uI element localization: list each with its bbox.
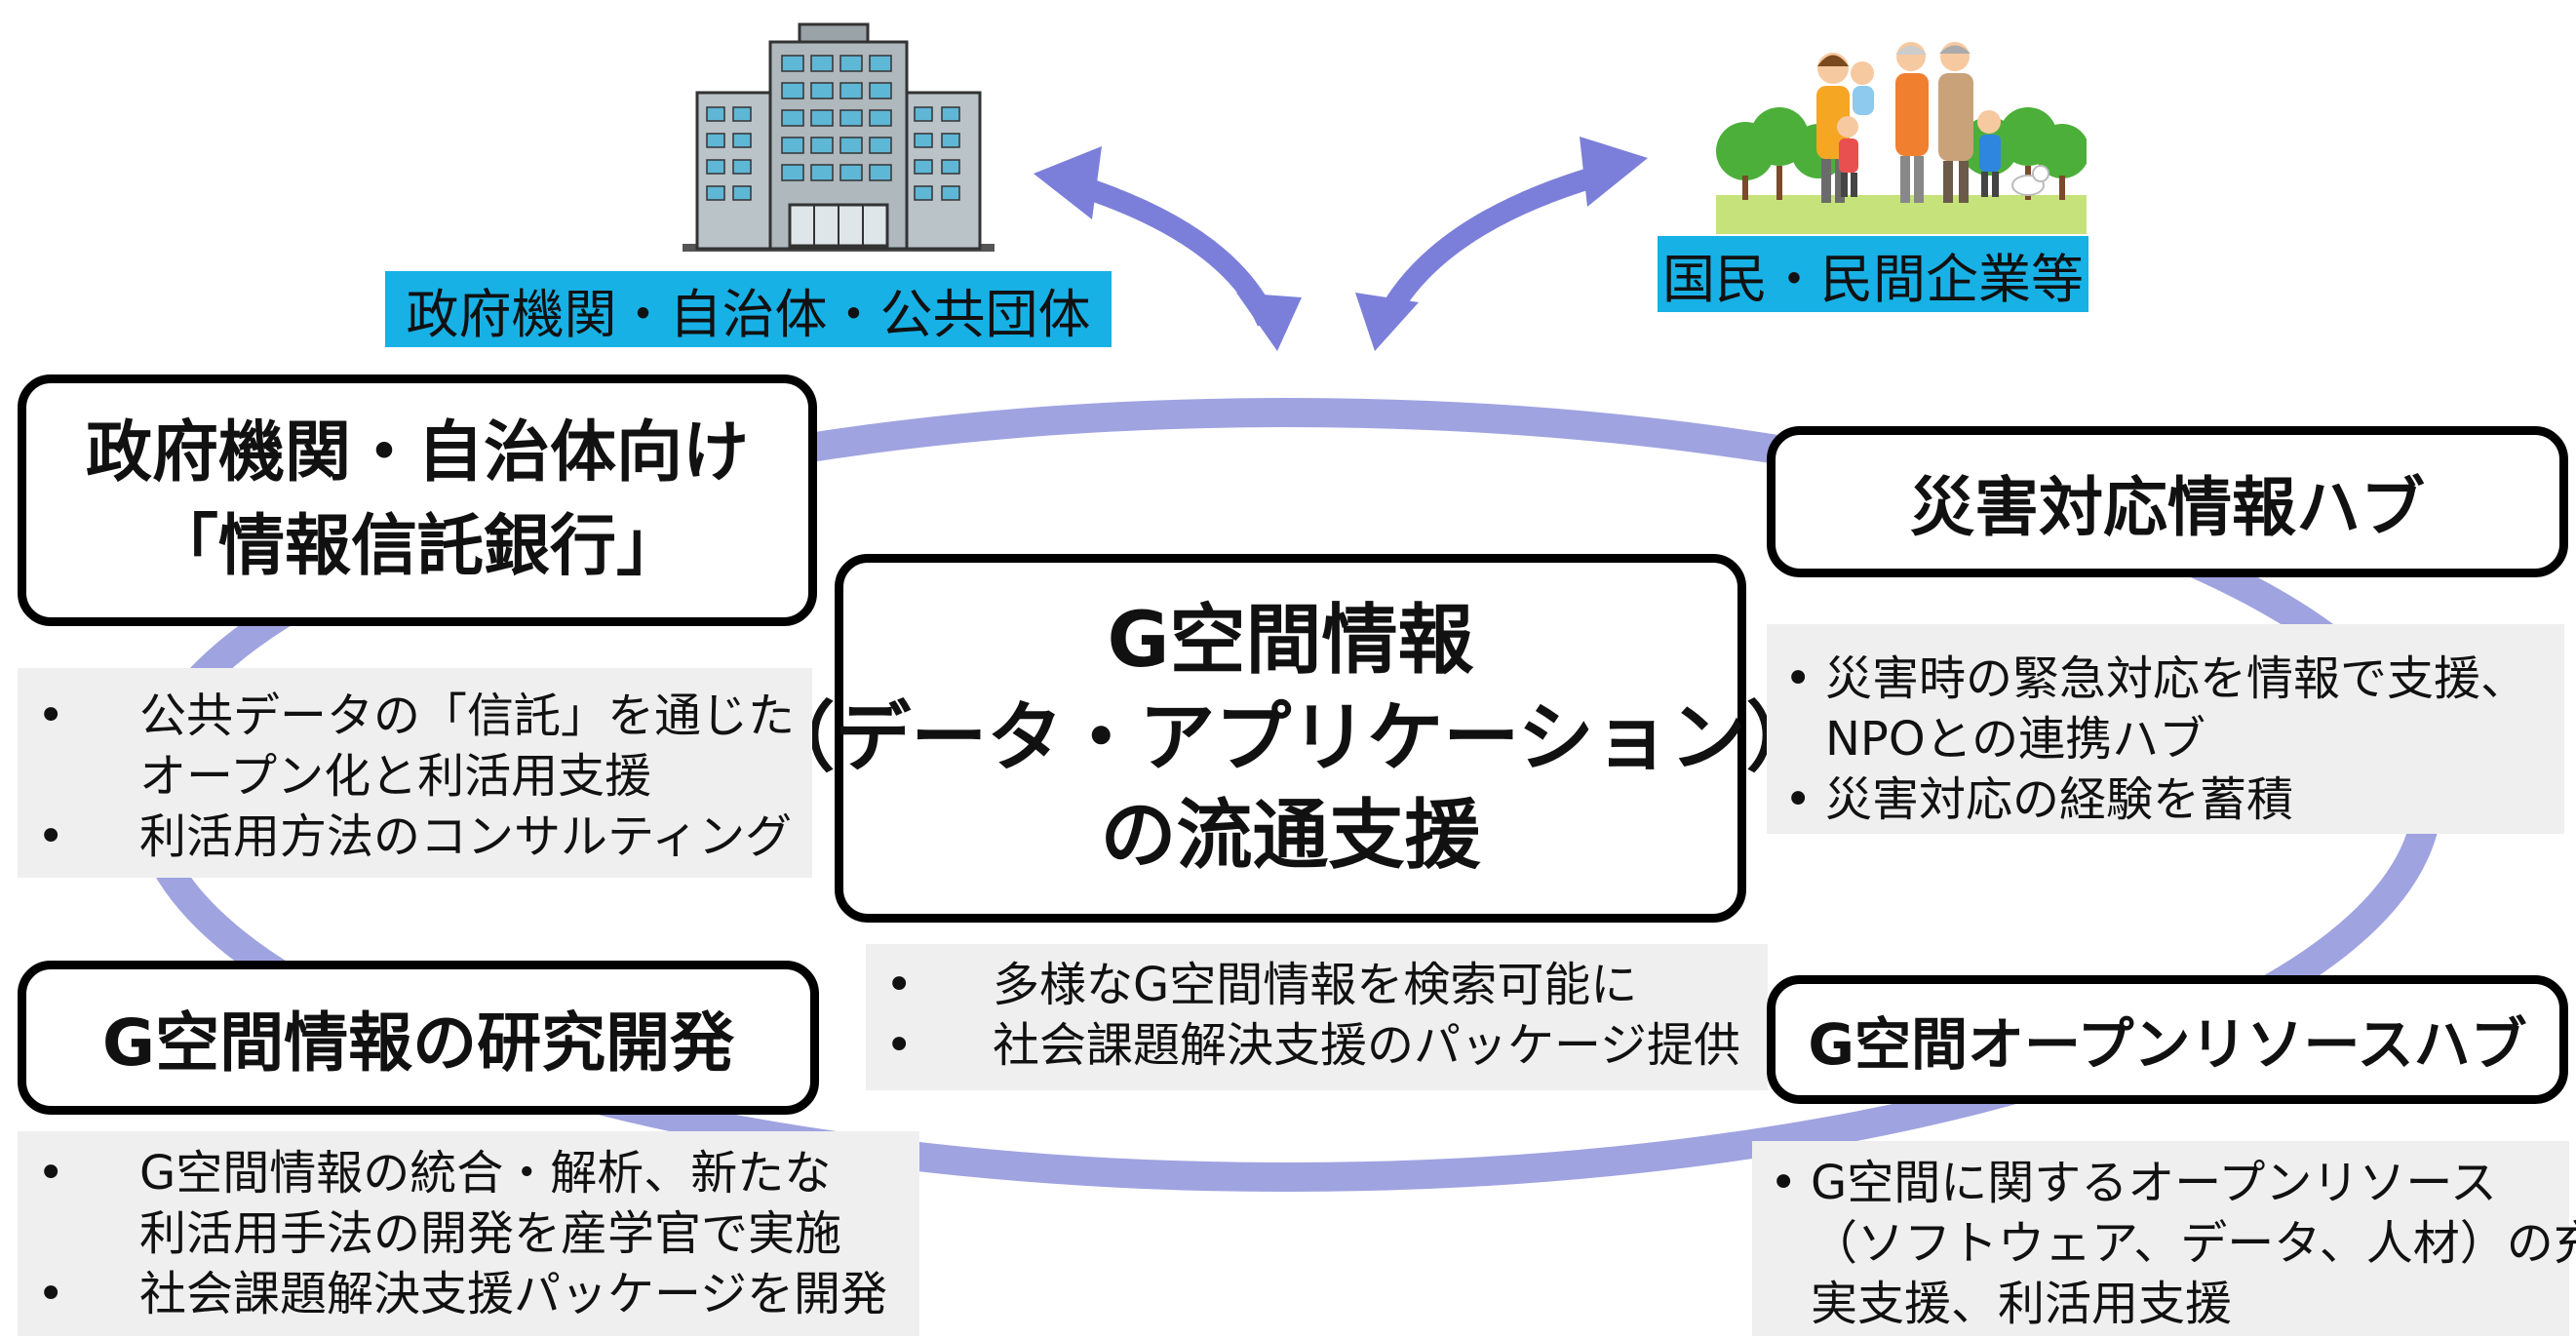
trust-bank-bullet-text: オープン化と利活用支援 xyxy=(139,749,652,804)
trust-bank-title-line2: 「情報信託銀行」 xyxy=(151,508,683,585)
list-item: • 社会課題解決支援のパッケージ提供 xyxy=(885,1015,1768,1076)
center-title-line3: の流通支援 xyxy=(1100,792,1481,880)
open-resource-hub-bullet-text: 実支援、利活用支援 xyxy=(1811,1277,2233,1331)
open-resource-hub-title: G空間オープンリソースハブ xyxy=(1808,1011,2527,1078)
center-title-line1: G空間情報 xyxy=(1107,597,1474,685)
right-double-arrow xyxy=(1355,137,1648,351)
disaster-hub-bullet-text: 災害時の緊急対応を情報で支援、 xyxy=(1825,651,2528,706)
center-bullet-text: 多様なG空間情報を検索可能に xyxy=(993,958,1638,1012)
bullet-dot: • xyxy=(885,958,914,1012)
bullet-dot: • xyxy=(37,809,65,864)
research-bullet-text: 社会課題解決支援パッケージを開発 xyxy=(139,1267,888,1321)
bullet-dot: • xyxy=(37,689,65,743)
list-item: • G空間に関するオープンリソース （ソフトウェア、データ、人材）の充 実支援、… xyxy=(1770,1153,2576,1334)
left-double-arrow xyxy=(1034,146,1302,351)
research-bullet-text: 利活用手法の開発を産学官で実施 xyxy=(139,1206,842,1261)
bullet-dot: • xyxy=(37,1146,65,1201)
list-item: • 社会課題解決支援パッケージを開発 xyxy=(37,1264,919,1324)
trust-bank-bullet-text: 公共データの「信託」を通じた xyxy=(139,689,796,743)
research-bullet-text: G空間情報の統合・解析、新たな xyxy=(139,1146,832,1201)
disaster-hub-title: 災害対応情報ハブ xyxy=(1910,469,2425,545)
open-resource-hub-panel: • G空間に関するオープンリソース （ソフトウェア、データ、人材）の充 実支援、… xyxy=(1752,1141,2576,1336)
bullet-dot: • xyxy=(1784,772,1813,827)
open-resource-hub-bullet-text: （ソフトウェア、データ、人材）の充 xyxy=(1811,1216,2576,1271)
bullet-dot: • xyxy=(885,1018,914,1073)
disaster-hub-bullet-text: NPOとの連携ハブ xyxy=(1825,712,2206,767)
trust-bank-panel: • 公共データの「信託」を通じた オープン化と利活用支援 • 利活用方法のコンサ… xyxy=(18,668,812,878)
center-bullet-text: 社会課題解決支援のパッケージ提供 xyxy=(993,1018,1741,1073)
list-item: • 災害時の緊急対応を情報で支援、 NPOとの連携ハブ xyxy=(1784,649,2564,769)
center-bullets-panel: • 多様なG空間情報を検索可能に • 社会課題解決支援のパッケージ提供 xyxy=(866,944,1768,1090)
trust-bank-bullet-text: 利活用方法のコンサルティング xyxy=(139,809,793,864)
office-building-icon xyxy=(683,22,995,252)
government-label: 政府機関・自治体・公共団体 xyxy=(385,271,1112,347)
bullet-dot: • xyxy=(1770,1156,1798,1210)
disaster-hub-panel: • 災害時の緊急対応を情報で支援、 NPOとの連携ハブ • 災害対応の経験を蓄積 xyxy=(1767,624,2564,834)
center-title-line2: （データ・アプリケーション） xyxy=(759,694,1822,782)
list-item: • 公共データの「信託」を通じた オープン化と利活用支援 xyxy=(37,686,812,807)
center-box: G空間情報 （データ・アプリケーション） の流通支援 xyxy=(759,554,1822,923)
list-item: • 多様なG空間情報を検索可能に xyxy=(885,955,1768,1015)
disaster-hub-bullet-text: 災害対応の経験を蓄積 xyxy=(1825,772,2294,827)
family-people-icon xyxy=(1716,42,2087,234)
trust-bank-title-line1: 政府機関・自治体向け xyxy=(85,414,749,492)
bullet-dot: • xyxy=(37,1267,65,1321)
open-resource-hub-box: G空間オープンリソースハブ xyxy=(1767,975,2568,1104)
list-item: • 利活用方法のコンサルティング xyxy=(37,807,812,867)
bullet-dot: • xyxy=(1784,651,1813,706)
research-panel: • G空間情報の統合・解析、新たな 利活用手法の開発を産学官で実施 • 社会課題… xyxy=(18,1131,919,1336)
research-box: G空間情報の研究開発 xyxy=(18,961,819,1115)
research-title: G空間情報の研究開発 xyxy=(101,1005,735,1081)
open-resource-hub-bullet-text: G空間に関するオープンリソース xyxy=(1811,1156,2497,1210)
list-item: • 災害対応の経験を蓄積 xyxy=(1784,769,2564,830)
disaster-hub-box: 災害対応情報ハブ xyxy=(1767,426,2568,577)
list-item: • G空間情報の統合・解析、新たな 利活用手法の開発を産学官で実施 xyxy=(37,1143,919,1264)
trust-bank-box: 政府機関・自治体向け 「情報信託銀行」 xyxy=(18,374,817,626)
citizens-label: 国民・民間企業等 xyxy=(1658,236,2088,312)
